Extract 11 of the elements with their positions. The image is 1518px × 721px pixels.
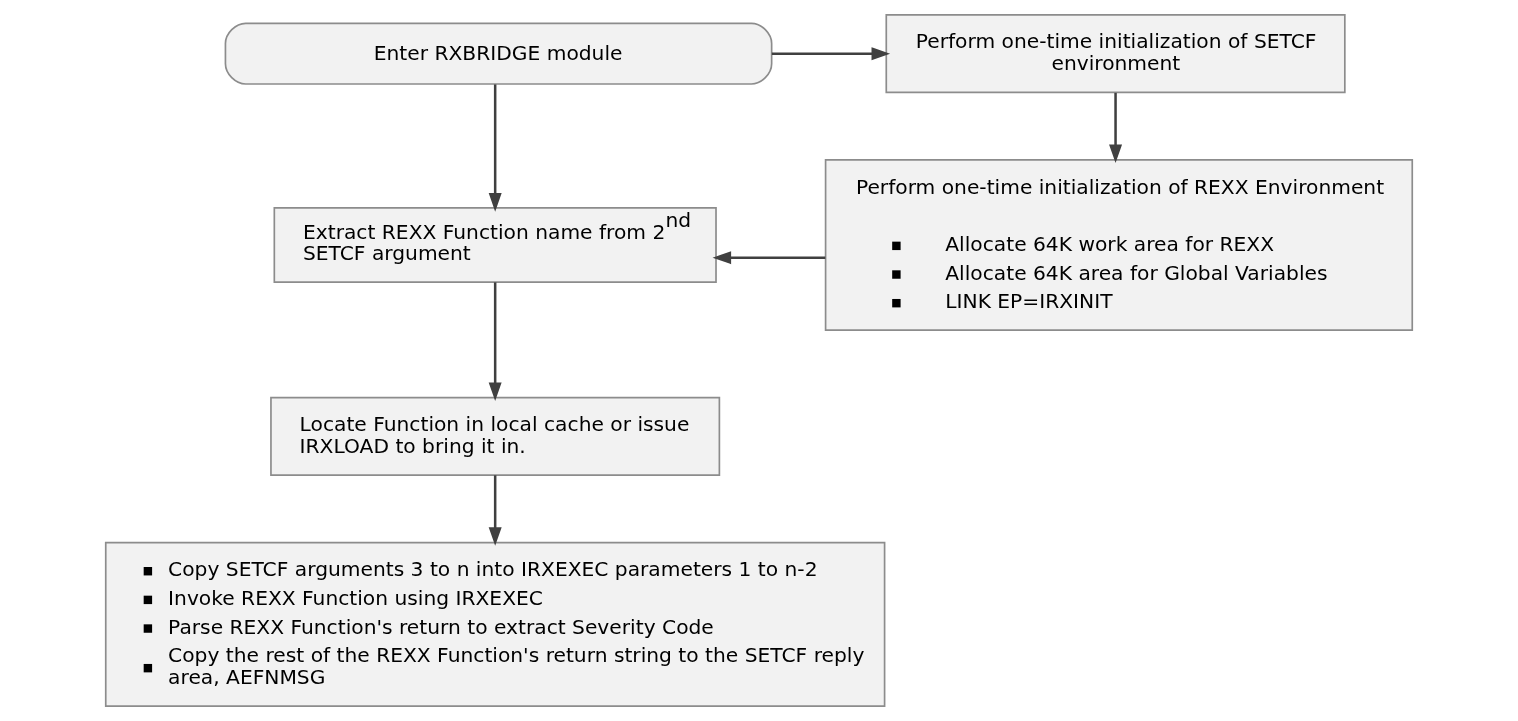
node-box: Enter RXBRIDGE module [224, 22, 773, 85]
node-box: Perform one-time initialization of REXX Environment Allocate 64K work area for REXX Allocate 64K area for Global Variables LINK EP=IRXINIT [824, 159, 1414, 331]
node-box: Perform one-time initialization of SETCF environment [885, 14, 1346, 94]
arrow [488, 475, 502, 546]
node-box: Copy SETCF arguments 3 to n into IRXEXEC parameters 1 to n-2 Invoke REXX Function using IRXEXEC Parse REXX Function's return to extract Severity Code Copy the rest of the REXX Function's return string to the SETCF reply area, AEFNMSG [104, 541, 886, 707]
arrow [771, 47, 891, 61]
arrow [1109, 92, 1123, 164]
arrow [712, 251, 826, 265]
arrow [488, 84, 502, 212]
arrow [488, 282, 502, 401]
node-box: Locate Function in local cache or issue IRXLOAD to bring it in. [270, 396, 721, 476]
